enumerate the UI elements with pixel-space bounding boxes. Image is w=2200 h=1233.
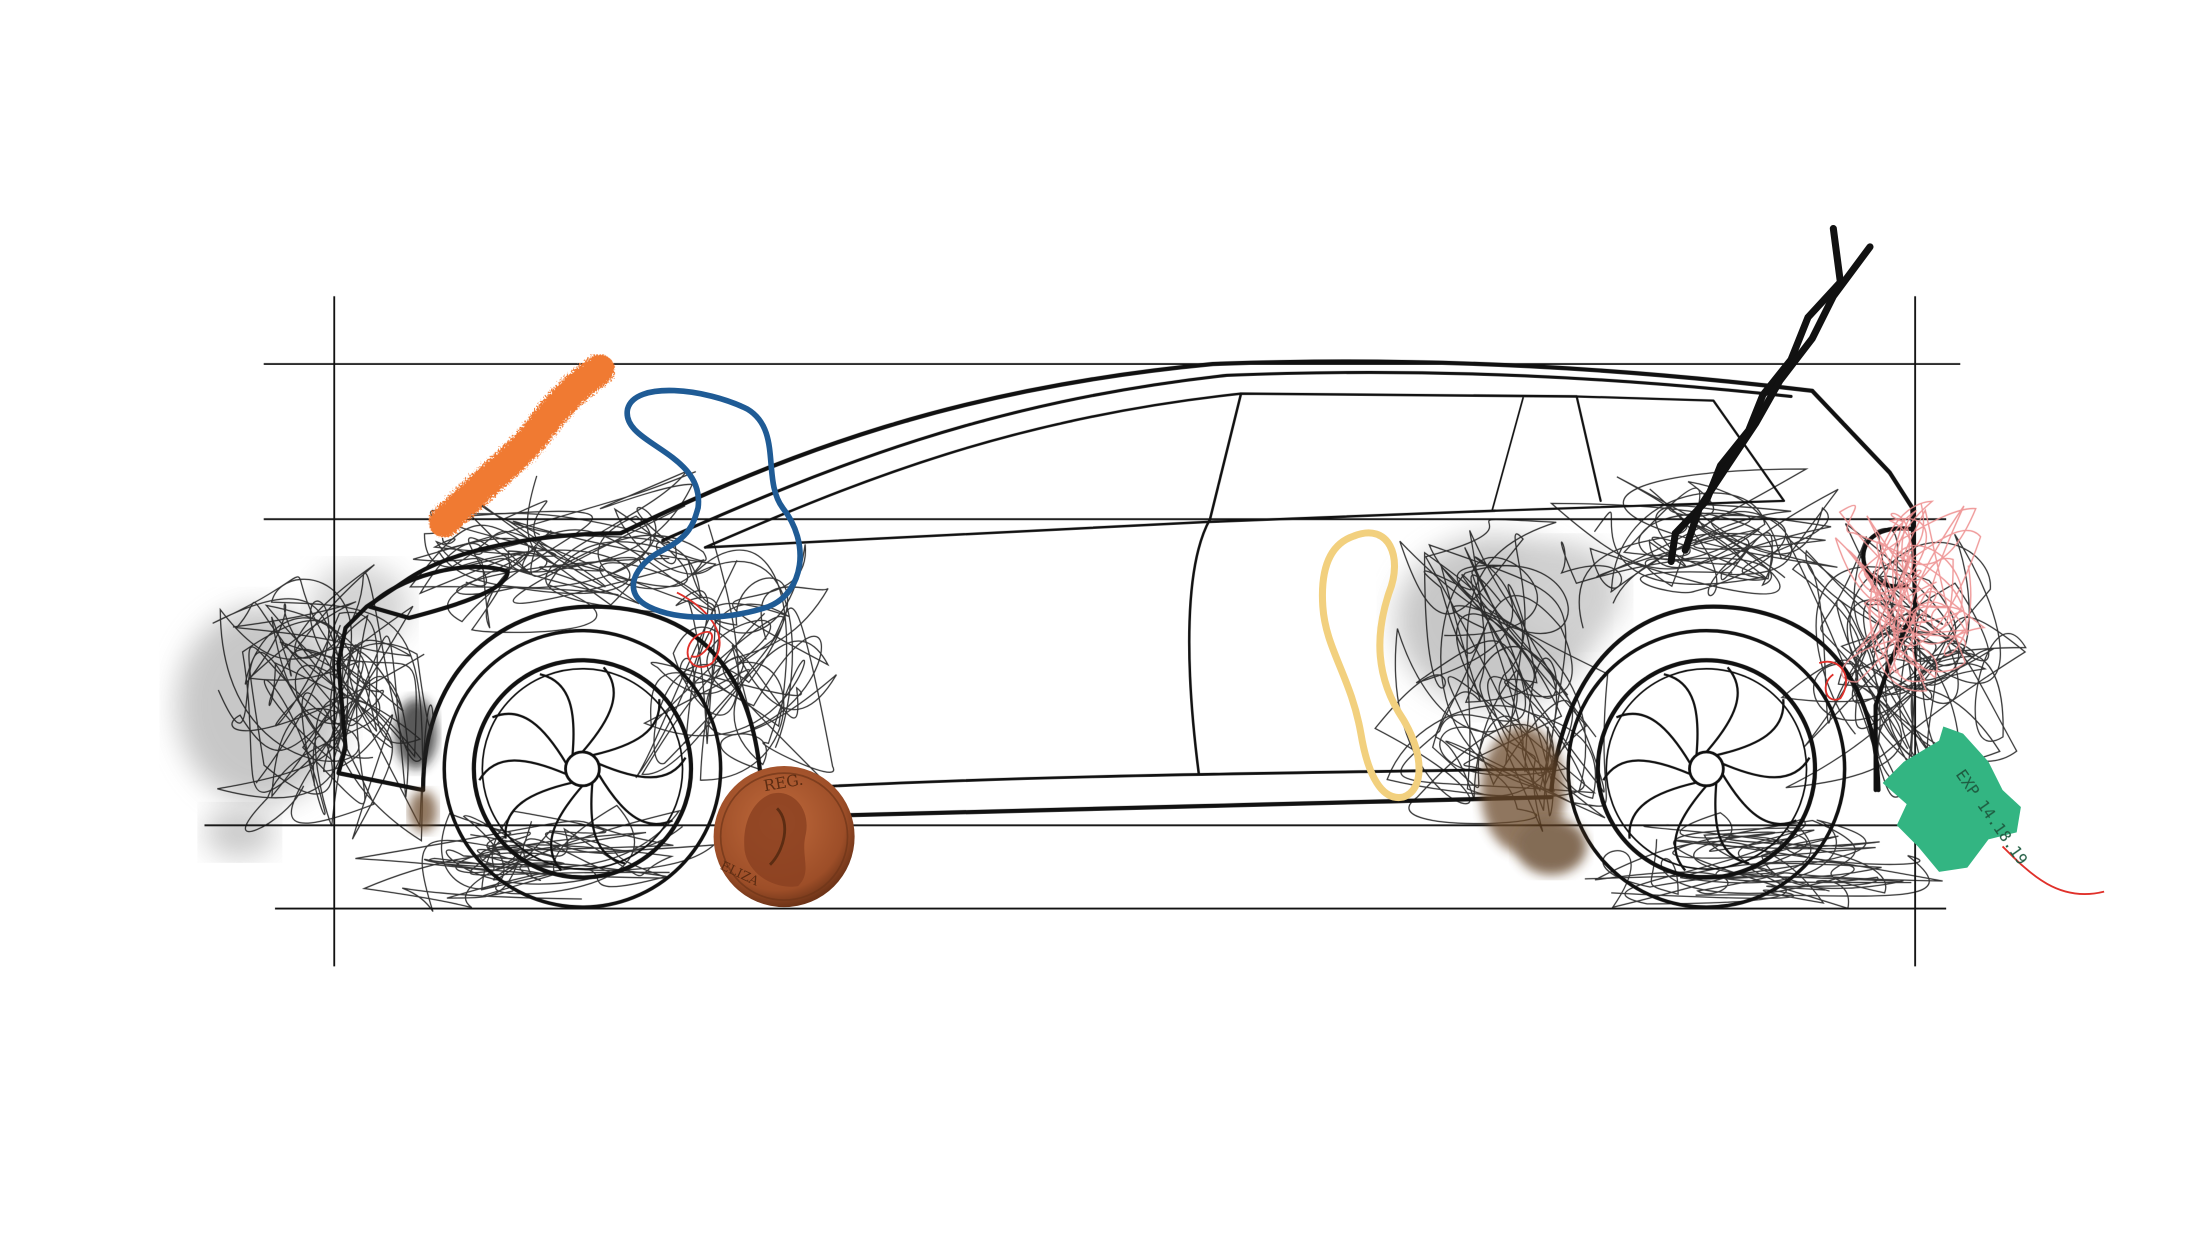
scribble-stroke xyxy=(1549,476,1832,629)
coin-icon: REG. ELIZA xyxy=(713,766,855,908)
scribble-stroke xyxy=(650,549,793,765)
scribble-stroke xyxy=(1584,812,1930,905)
bobby-pin-icon xyxy=(1667,225,1874,566)
ticket-icon: EXP 14.18.19 xyxy=(1882,726,2031,872)
scribble-stroke xyxy=(212,576,404,833)
scribble-stroke xyxy=(1869,527,2027,765)
scribble-stroke xyxy=(1673,827,1912,910)
scribble-stroke xyxy=(423,510,707,634)
scribble-stroke xyxy=(1593,468,1838,604)
black-scribbles xyxy=(212,468,2027,912)
rubber-band-icon xyxy=(624,387,803,621)
rubber-band-icon xyxy=(1318,529,1423,801)
scribble-stroke xyxy=(1602,818,1867,909)
scribble-stroke xyxy=(1868,505,1982,679)
car-outline xyxy=(336,359,1918,818)
scribble-stroke xyxy=(408,505,705,606)
scribble-stroke xyxy=(1858,502,1986,676)
scribble-stroke xyxy=(1834,500,1972,692)
pink-scribbles xyxy=(1834,500,1986,692)
grey-smudges xyxy=(176,536,1622,858)
scribble-stroke xyxy=(1594,819,1943,904)
brown-smudges xyxy=(394,698,1587,875)
red-scribbles xyxy=(676,591,2105,896)
orange-crayon-stroke xyxy=(428,354,615,538)
scribble-stroke xyxy=(402,812,675,912)
scribble-stroke xyxy=(1838,504,1969,683)
scribble-stroke xyxy=(361,825,683,909)
scribble-stroke xyxy=(641,524,830,775)
